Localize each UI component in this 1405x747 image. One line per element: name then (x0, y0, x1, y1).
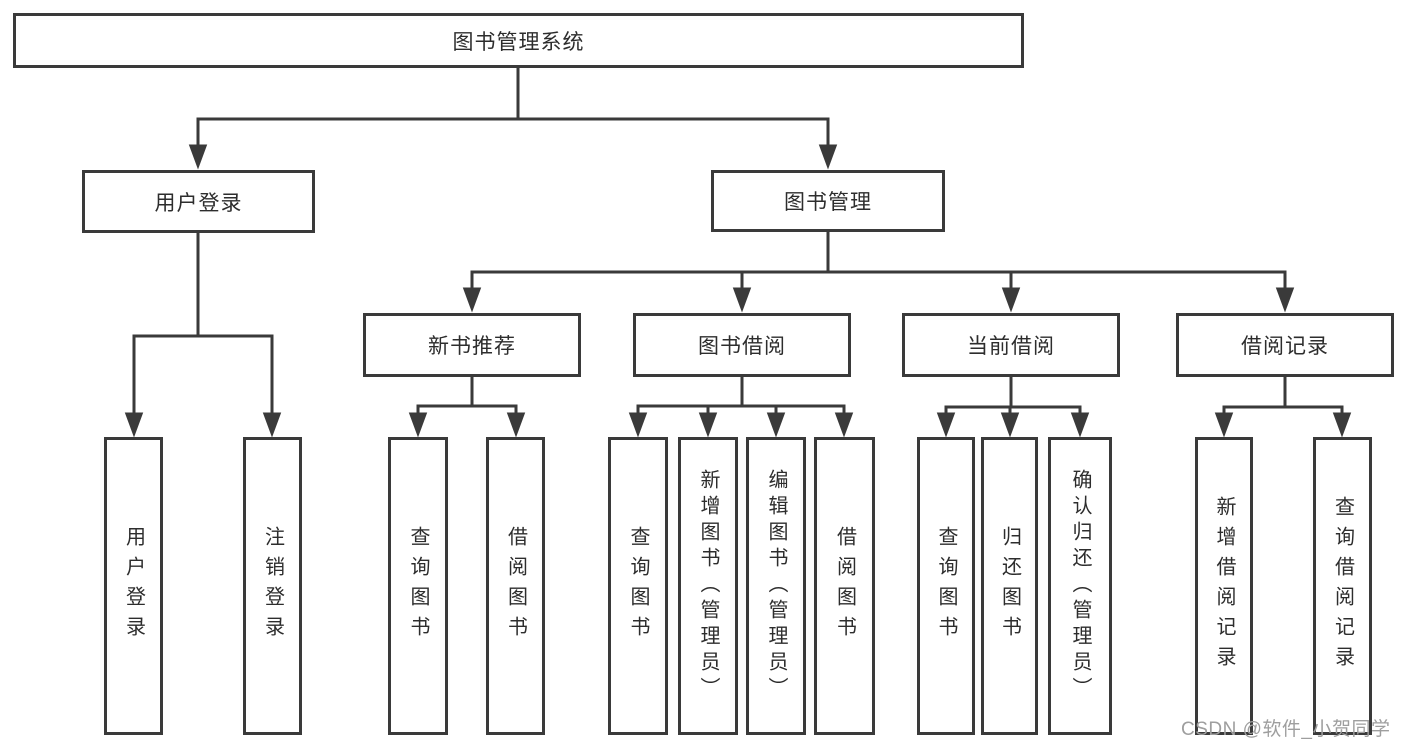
connector-new-book-recommend-children (408, 377, 526, 438)
node-book-management: 图书管理 (711, 170, 945, 232)
leaf-confirm-return-admin-label: 确认归还（管理员） (1069, 469, 1091, 703)
leaf-add-book-admin: 新增图书（管理员） (678, 437, 738, 735)
node-user-login: 用户登录 (82, 170, 315, 233)
node-current-borrowing: 当前借阅 (902, 313, 1120, 377)
node-root: 图书管理系统 (13, 13, 1024, 68)
leaf-return-books-label: 归还图书 (998, 526, 1021, 646)
leaf-user-login: 用户登录 (104, 437, 163, 735)
leaf-return-books: 归还图书 (981, 437, 1038, 735)
connector-current-borrowing-children (936, 377, 1090, 438)
leaf-query-books-3-label: 查询图书 (935, 526, 957, 646)
leaf-query-books-1-label: 查询图书 (407, 526, 429, 646)
leaf-query-books-3: 查询图书 (917, 437, 975, 735)
leaf-borrow-books-2: 借阅图书 (814, 437, 875, 735)
leaf-query-borrow-record-label: 查询借阅记录 (1331, 496, 1354, 676)
leaf-add-borrow-record: 新增借阅记录 (1195, 437, 1253, 735)
leaf-logout-label: 注销登录 (261, 526, 284, 646)
connector-user-login-children (124, 233, 282, 438)
leaf-query-borrow-record: 查询借阅记录 (1313, 437, 1372, 735)
leaf-edit-book-admin: 编辑图书（管理员） (746, 437, 806, 735)
node-user-login-label: 用户登录 (154, 191, 243, 215)
watermark-csdn: CSDN @软件_小贺同学 (1181, 719, 1391, 740)
node-new-book-recommend: 新书推荐 (363, 313, 581, 377)
leaf-add-book-admin-label: 新增图书（管理员） (697, 469, 719, 703)
node-book-management-label: 图书管理 (784, 191, 872, 214)
leaf-borrow-books-2-label: 借阅图书 (833, 526, 856, 646)
node-borrow-records: 借阅记录 (1176, 313, 1394, 377)
leaf-edit-book-admin-label: 编辑图书（管理员） (765, 469, 787, 703)
leaf-user-login-label: 用户登录 (122, 526, 145, 646)
connector-root-to-level2 (188, 68, 838, 170)
leaf-query-books-2: 查询图书 (608, 437, 668, 735)
node-book-borrowing-label: 图书借阅 (698, 335, 786, 358)
leaf-query-books-1: 查询图书 (388, 437, 448, 735)
node-new-book-recommend-label: 新书推荐 (428, 335, 516, 358)
node-current-borrowing-label: 当前借阅 (967, 335, 1055, 358)
leaf-confirm-return-admin: 确认归还（管理员） (1048, 437, 1112, 735)
connector-book-borrowing-children (628, 377, 854, 438)
leaf-query-books-2-label: 查询图书 (627, 526, 649, 646)
node-book-borrowing: 图书借阅 (633, 313, 851, 377)
leaf-add-borrow-record-label: 新增借阅记录 (1213, 496, 1235, 676)
leaf-logout: 注销登录 (243, 437, 302, 735)
leaf-borrow-books-1-label: 借阅图书 (504, 526, 527, 646)
connector-borrow-records-children (1214, 377, 1352, 438)
node-borrow-records-label: 借阅记录 (1241, 335, 1329, 358)
leaf-borrow-books-1: 借阅图书 (486, 437, 545, 735)
connector-book-management-children (462, 232, 1295, 313)
node-root-label: 图书管理系统 (452, 30, 585, 54)
